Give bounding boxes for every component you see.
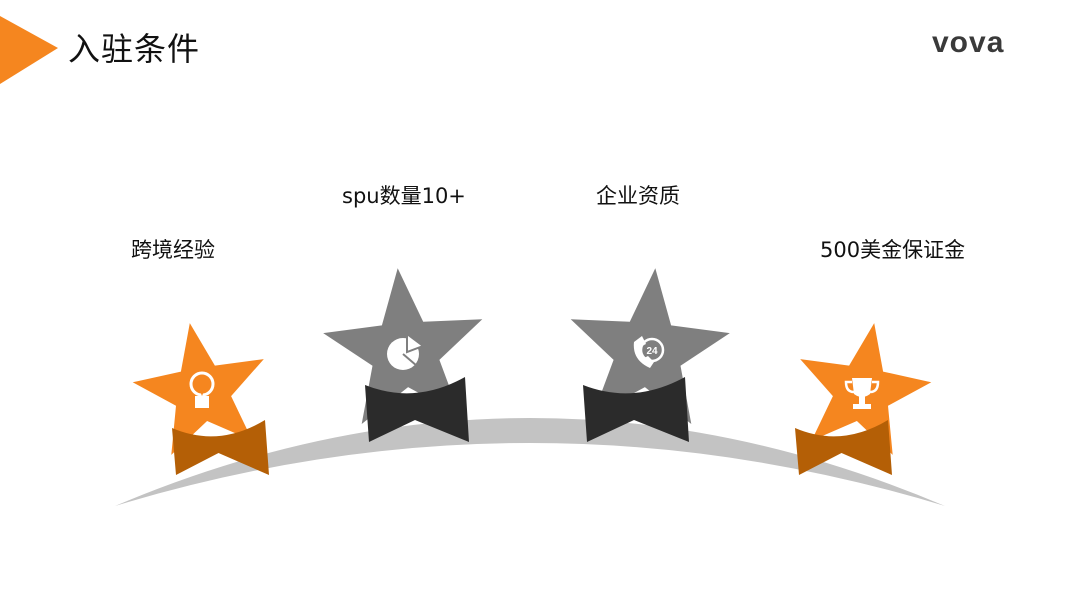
item-label-qualification: 企业资质 (596, 184, 680, 208)
item-label-experience: 跨境经验 (131, 238, 215, 262)
item-label-spu: spu数量10+ (342, 184, 466, 208)
ribbon-1 (172, 420, 269, 475)
corner-arrow-decoration (0, 16, 58, 84)
arc-band (115, 418, 945, 506)
ribbon-2 (365, 377, 469, 442)
trophy-icon (844, 378, 880, 409)
star-1 (132, 323, 264, 455)
ribbon-3 (583, 377, 689, 442)
lightbulb-icon (189, 371, 215, 408)
item-label-deposit: 500美金保证金 (820, 238, 966, 262)
ribbon-4 (795, 420, 892, 475)
pie-chart-icon (387, 332, 426, 370)
star-3 (570, 268, 730, 424)
svg-text:24: 24 (646, 346, 658, 357)
phone-24-icon: 24 (633, 336, 665, 368)
vova-logo: vova (932, 26, 1005, 59)
page-title: 入驻条件 (68, 30, 201, 68)
